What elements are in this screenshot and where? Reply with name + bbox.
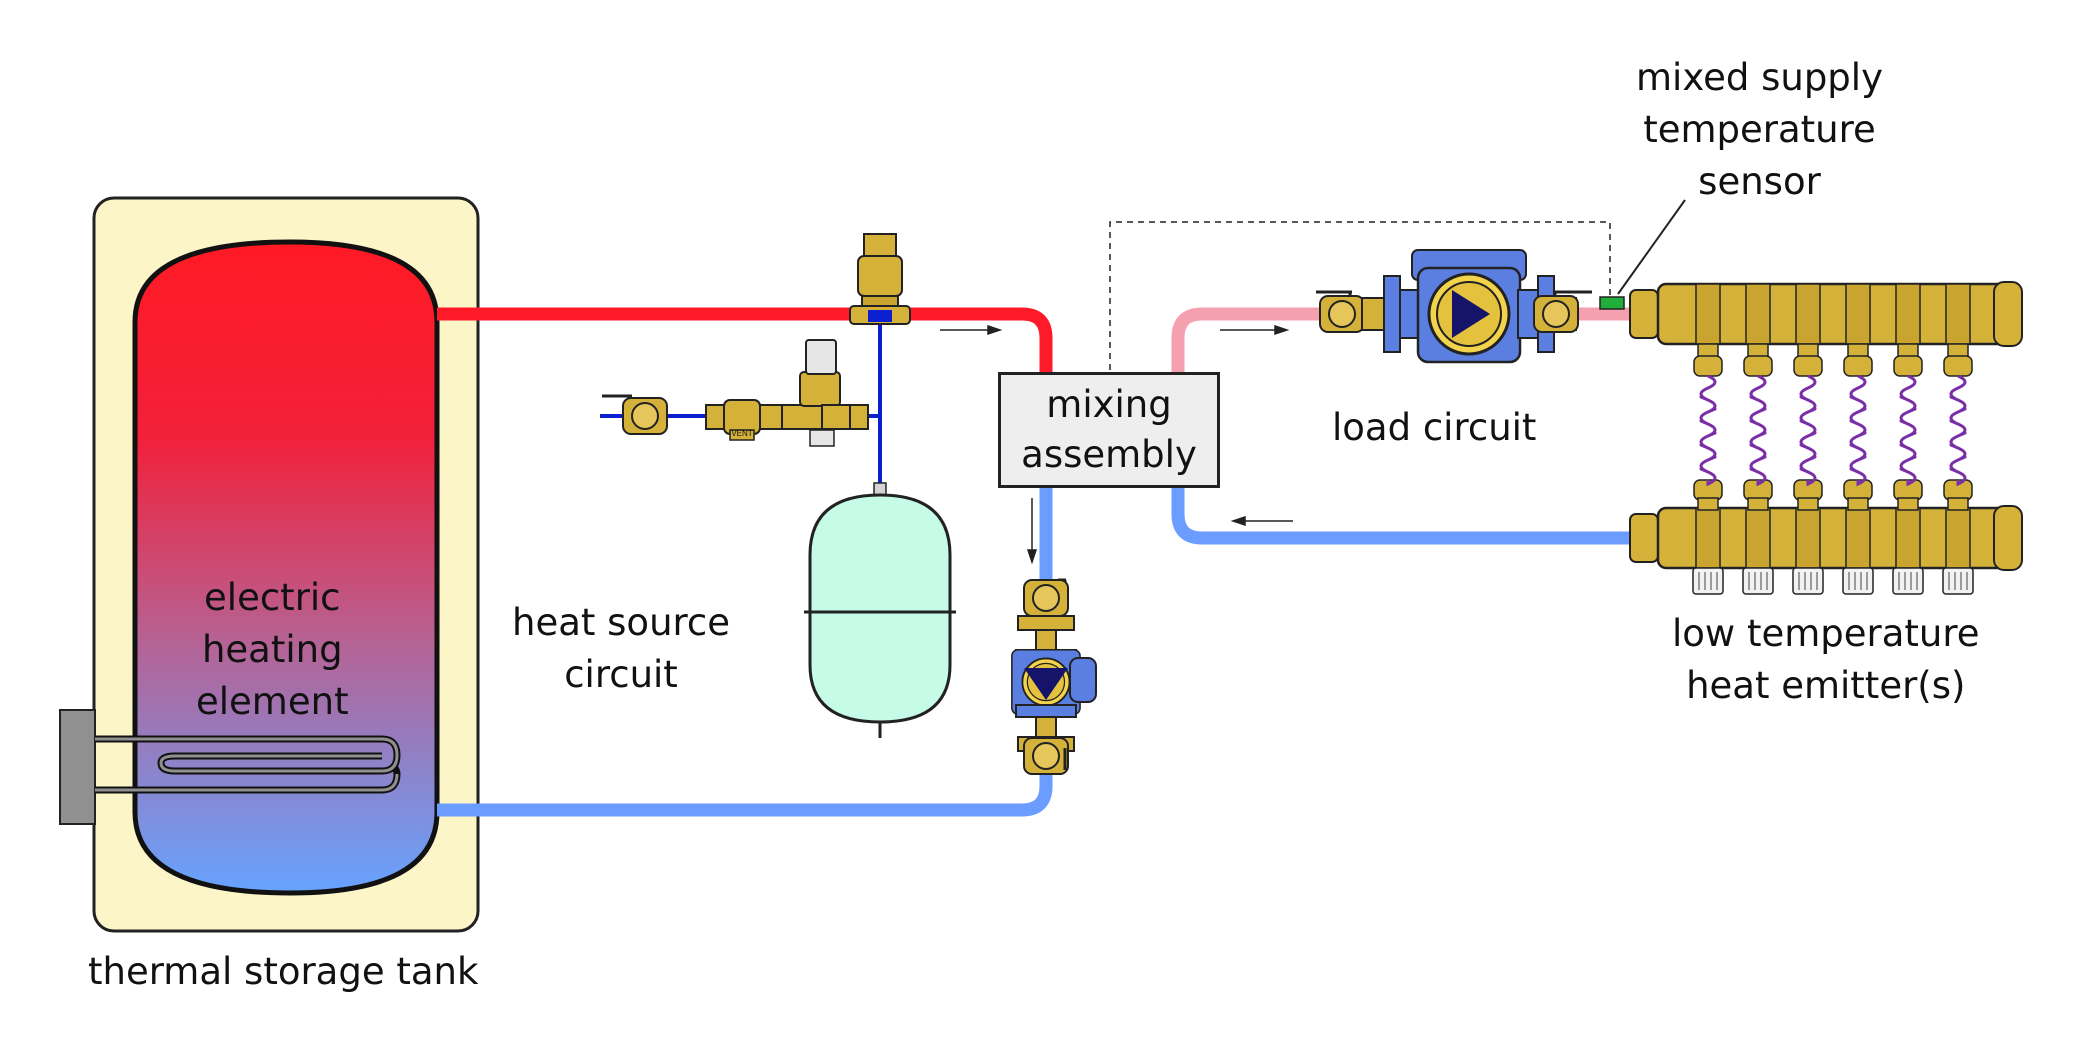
element-label-line-3: element	[196, 680, 349, 723]
sensor-pointer	[1617, 199, 1686, 295]
load-return-pipe	[1171, 488, 1640, 545]
source-circulator	[1010, 578, 1097, 775]
emitter-circuit	[1792, 283, 1824, 595]
flow-arrows	[940, 324, 1293, 565]
emitter-circuit	[1842, 283, 1874, 595]
vent-tag: VENT	[731, 429, 752, 438]
element-head	[59, 709, 96, 825]
emitters-label-line-1: low temperature	[1672, 612, 1980, 655]
mixing-label-line-1: mixing	[1046, 383, 1172, 426]
tank-vessel	[132, 239, 440, 896]
mixed-supply-temperature-sensor	[1599, 296, 1625, 310]
expansion-tank	[804, 482, 956, 738]
sensor-wire	[1109, 221, 1611, 370]
load-pump-arrow	[1452, 290, 1490, 338]
fill-ball-valve	[602, 394, 668, 435]
load-circuit-label: load circuit	[1332, 406, 1537, 449]
hot-supply-pipe	[437, 307, 1053, 372]
mixing-label-line-2: assembly	[1021, 433, 1197, 476]
source-pump-arrow	[1024, 668, 1068, 700]
emitter-circuit	[1892, 283, 1924, 595]
emitters-label: low temperature heat emitter(s)	[1672, 608, 1980, 712]
mixing-assembly: mixing assembly	[998, 372, 1220, 488]
emitter-circuit	[1942, 283, 1974, 595]
heat-source-label-line-1: heat source	[512, 601, 731, 644]
element-label-line-1: electric	[204, 576, 341, 619]
emitters-label-line-2: heat emitter(s)	[1686, 664, 1966, 707]
heat-source-circuit-label: heat source circuit	[512, 597, 730, 701]
element-label-line-2: heating	[201, 628, 343, 671]
sensor-label: mixed supply temperature sensor	[1636, 52, 1883, 208]
tank-label: thermal storage tank	[88, 950, 479, 993]
heat-source-label-line-2: circuit	[564, 653, 678, 696]
electric-heating-element	[59, 709, 401, 825]
sensor-label-line-1: mixed supply	[1636, 56, 1883, 99]
emitter-circuit	[1742, 283, 1774, 595]
sensor-label-line-2: temperature	[1643, 108, 1876, 151]
pressure-reducing-valve	[705, 339, 869, 447]
emitter-circuit	[1692, 283, 1724, 595]
emitter-circuits	[1692, 283, 1974, 595]
air-vent	[849, 233, 911, 325]
source-return-pipe	[437, 488, 1053, 817]
thermal-storage-tank	[92, 196, 480, 933]
mixed-supply-pipe	[1171, 307, 1640, 372]
sensor-label-line-3: sensor	[1698, 160, 1821, 203]
element-label: electric heating element	[196, 572, 349, 728]
